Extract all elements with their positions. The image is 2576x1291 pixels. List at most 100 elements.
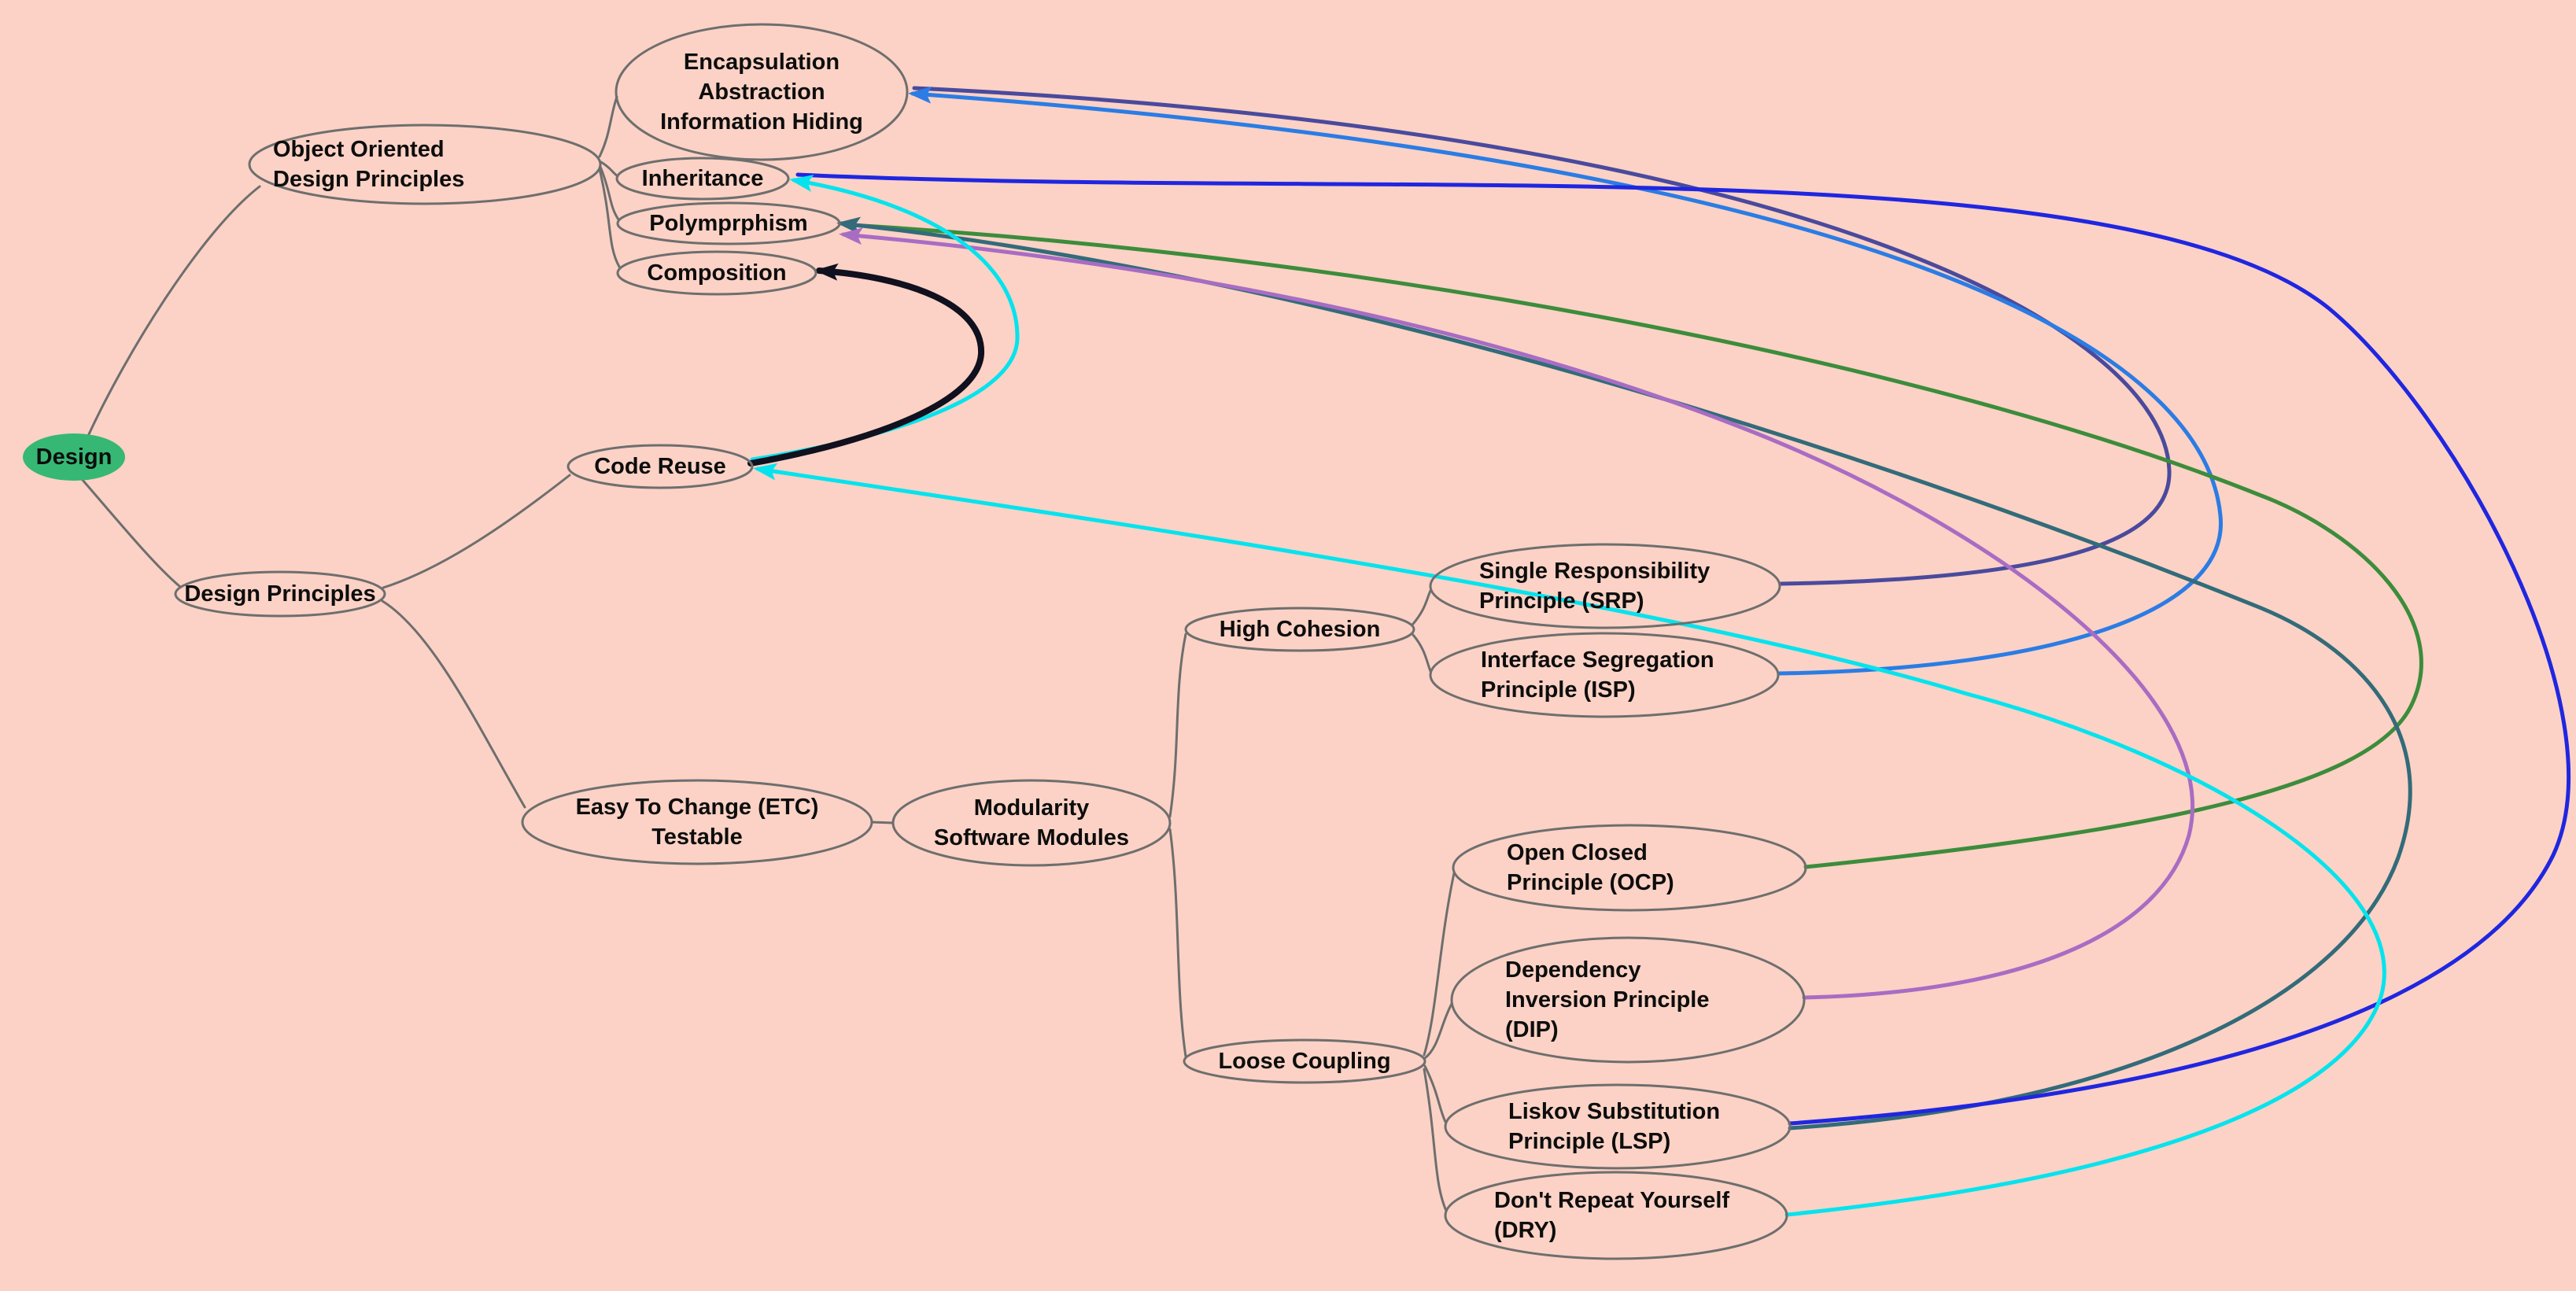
node-label-line: Inheritance: [642, 166, 764, 191]
node-label-line: Open Closed: [1507, 840, 1648, 865]
node-label-line: Design: [36, 444, 113, 470]
node-label-line: Composition: [647, 260, 786, 286]
node-label-line: Object Oriented: [273, 137, 445, 162]
node-label-line: Code Reuse: [594, 454, 726, 479]
node-ellipse-etc: [521, 779, 873, 865]
node-dry: Don't Repeat Yourself (DRY): [1444, 1171, 1788, 1260]
tree-edge-designprinciples-to-codereuse: [382, 474, 571, 589]
node-ellipse-dip: [1450, 936, 1806, 1064]
cross-edge-codereuse-to-composition: [747, 263, 985, 467]
tree-edge-oodp-to-composition: [598, 168, 621, 268]
tree-edge-designprinciples-to-etc: [381, 599, 526, 809]
tree-edge-oodp-to-polymorphism: [599, 165, 620, 221]
node-label-line: Testable: [651, 824, 743, 850]
tree-edge-highcohesion-to-isp: [1412, 633, 1432, 673]
node-ellipse-highcohesion: [1184, 607, 1415, 652]
node-label-design: Design: [36, 444, 113, 470]
node-ellipse-oodp: [248, 124, 602, 205]
node-label-line: Design Principles: [184, 581, 375, 607]
tree-edge-loosecoupling-to-dip: [1423, 1002, 1453, 1060]
node-label-line: (DIP): [1505, 1017, 1559, 1042]
node-composition: Composition: [616, 250, 817, 296]
node-ellipse-lsp: [1444, 1083, 1792, 1170]
node-ellipse-modularity: [891, 779, 1172, 867]
node-inheritance: Inheritance: [615, 157, 790, 201]
node-label-line: Information Hiding: [660, 109, 863, 135]
tree-edge-oodp-to-inheritance: [600, 160, 619, 178]
node-ellipse-inheritance: [615, 157, 790, 201]
node-label-line: Don't Repeat Yourself: [1494, 1188, 1729, 1213]
node-label-line: (DRY): [1494, 1218, 1556, 1243]
node-label-line: Principle (LSP): [1508, 1129, 1670, 1154]
node-designprinciples: Design Principles: [174, 570, 386, 618]
node-ellipse-polymorphism: [616, 201, 841, 245]
node-ellipse-codereuse: [566, 444, 754, 489]
tree-edge-loosecoupling-to-ocp: [1423, 872, 1456, 1057]
node-label-line: Polymprphism: [649, 211, 807, 236]
tree-edge-design-to-oodp: [87, 185, 261, 437]
node-label-composition: Composition: [647, 260, 786, 286]
tree-edge-loosecoupling-to-dry: [1423, 1068, 1448, 1212]
node-label-line: Dependency: [1505, 957, 1640, 983]
tree-edge-highcohesion-to-srp: [1412, 589, 1432, 625]
node-label-line: Loose Coupling: [1218, 1049, 1390, 1074]
tree-edge-etc-to-modularity: [870, 821, 895, 824]
node-polymorphism: Polymprphism: [616, 201, 841, 245]
node-ellipse-loosecoupling: [1183, 1038, 1426, 1084]
node-ellipse-isp: [1429, 632, 1780, 718]
cross-edge-lsp-to-inheritance: [795, 172, 2571, 1126]
cross-edge-ocp-to-polymorphism: [849, 223, 2423, 869]
tree-edge-loosecoupling-to-lsp: [1423, 1064, 1447, 1123]
node-label-line: Interface Segregation: [1481, 647, 1714, 673]
node-label-line: Principle (OCP): [1507, 870, 1674, 895]
node-label-inheritance: Inheritance: [642, 166, 764, 191]
node-label-dry: Don't Repeat Yourself (DRY): [1494, 1188, 1729, 1243]
cross-edge-dip-to-polymorphism: [839, 227, 2195, 1000]
node-ellipse-designprinciples: [174, 570, 386, 618]
node-label-line: Principle (ISP): [1481, 677, 1636, 703]
node-label-codereuse: Code Reuse: [594, 454, 726, 479]
node-label-polymorphism: Polymprphism: [649, 211, 807, 236]
node-ellipse-composition: [616, 250, 817, 296]
node-ellipse-dry: [1444, 1171, 1788, 1260]
node-label-line: Easy To Change (ETC): [576, 795, 819, 820]
node-etc: Easy To Change (ETC) Testable: [521, 779, 873, 865]
node-label-line: Design Principles: [273, 167, 464, 192]
node-highcohesion: High Cohesion: [1184, 607, 1415, 652]
node-label-line: Modularity: [974, 795, 1090, 821]
node-ellipse-srp: [1429, 543, 1781, 629]
node-label-designprinciples: Design Principles: [184, 581, 375, 607]
node-loosecoupling: Loose Coupling: [1183, 1038, 1426, 1084]
node-design: Design: [23, 433, 125, 481]
node-label-line: Abstraction: [698, 79, 825, 105]
node-label-line: Principle (SRP): [1479, 588, 1644, 614]
node-label-line: Software Modules: [934, 825, 1129, 850]
cross-edge-isp-to-encapsulation: [908, 86, 2224, 676]
node-label-etc: Easy To Change (ETC) Testable: [576, 795, 819, 850]
cross-edge-lsp-to-polymorphism: [836, 216, 2412, 1131]
cross-edge-dry-to-codereuse: [753, 463, 2386, 1217]
cross-edge-srp-to-encapsulation: [912, 86, 2172, 586]
node-codereuse: Code Reuse: [566, 444, 754, 489]
node-label-line: Single Responsibility: [1479, 559, 1710, 584]
node-ellipse-ocp: [1452, 824, 1807, 912]
node-label-line: High Cohesion: [1220, 617, 1381, 642]
tree-edge-modularity-to-loosecoupling: [1168, 828, 1187, 1058]
node-ellipse-encapsulation: [614, 23, 909, 161]
tree-edge-modularity-to-highcohesion: [1168, 633, 1187, 818]
